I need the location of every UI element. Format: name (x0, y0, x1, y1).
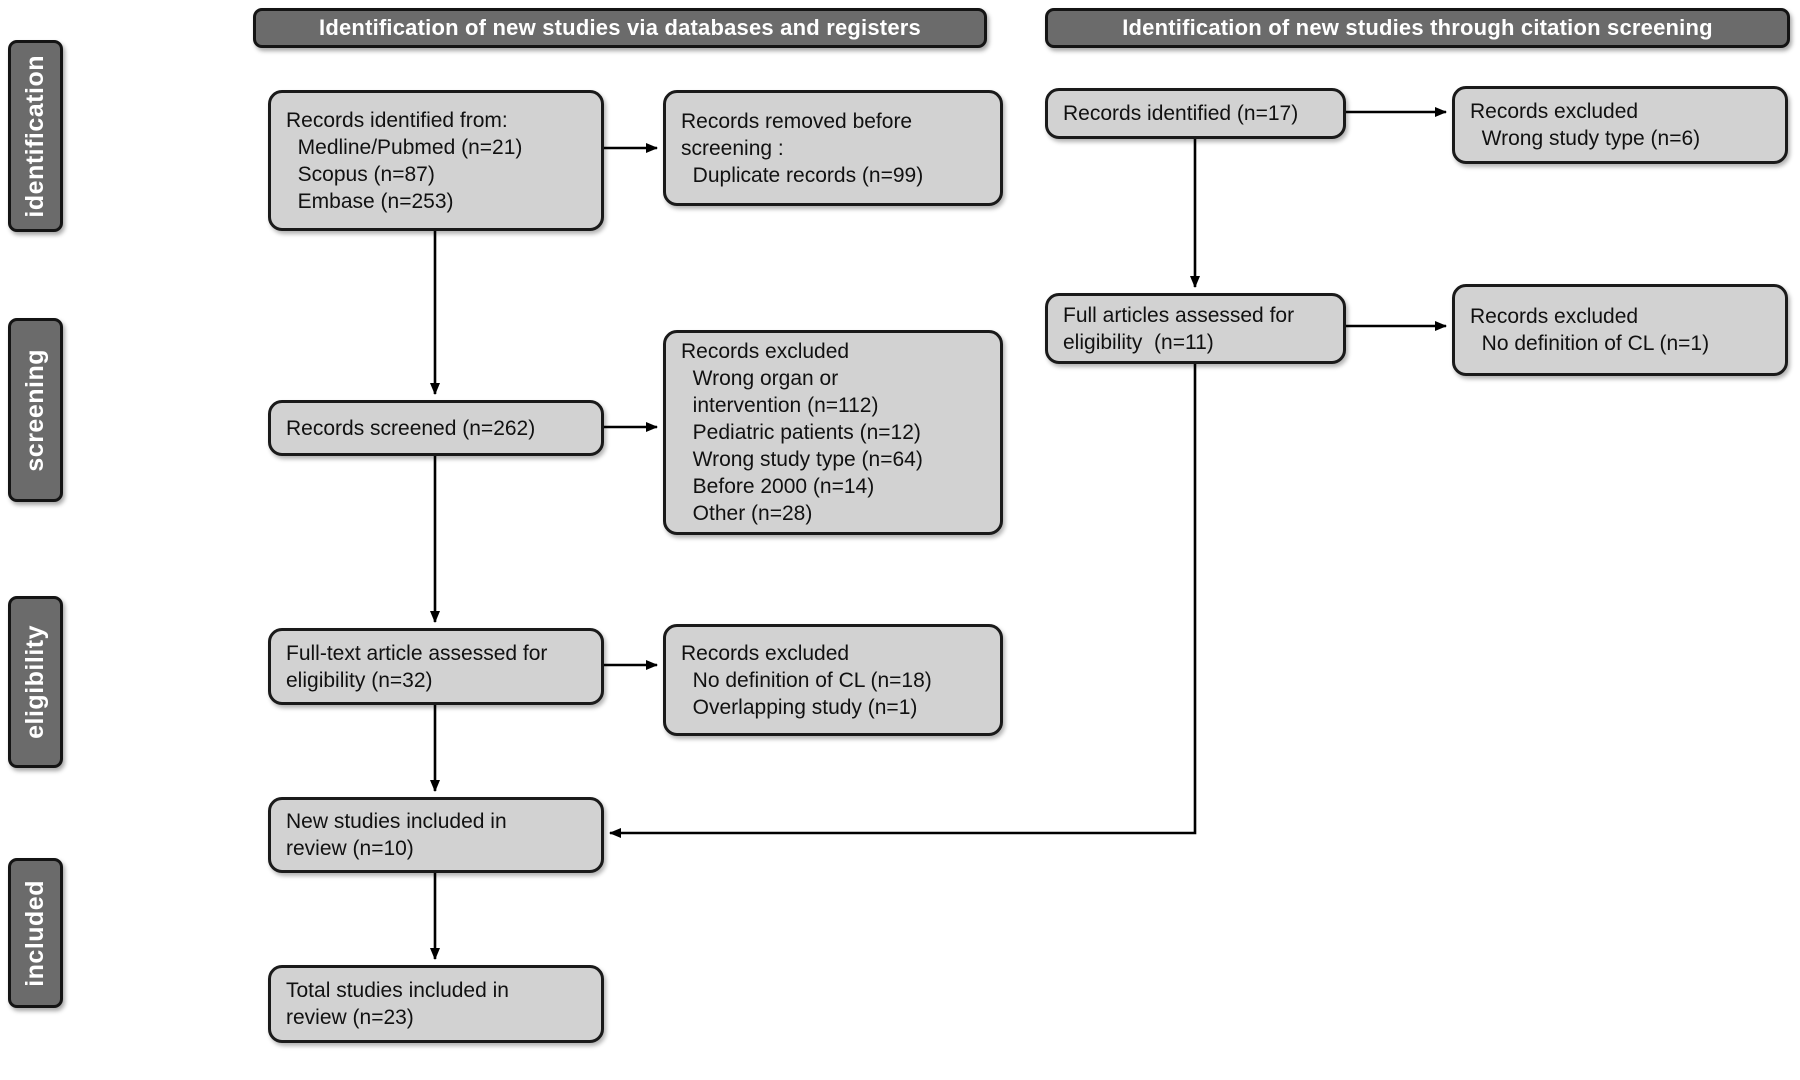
box-records-excluded-screening: Records excluded Wrong organ or interven… (663, 330, 1003, 535)
stage-label-included: included (21, 879, 49, 987)
stage-label-identification: identification (21, 54, 49, 218)
header-databases-registers-label: Identification of new studies via databa… (319, 15, 921, 40)
stage-label-eligibility: eligibility (21, 625, 49, 739)
box-new-studies-included-text: New studies included in review (n=10) (286, 810, 507, 860)
box-total-studies-included-text: Total studies included in review (n=23) (286, 979, 509, 1029)
box-records-excluded-eligibility-text: Records excluded No definition of CL (n=… (681, 641, 932, 719)
stage-band-identification: identification (8, 40, 63, 232)
box-records-screened: Records screened (n=262) (268, 400, 604, 456)
box-records-excluded-citation-eligibility: Records excluded No definition of CL (n=… (1452, 284, 1788, 376)
stage-band-screening: screening (8, 318, 63, 502)
stage-band-included: included (8, 858, 63, 1008)
box-records-removed-before-screening-text: Records removed before screening : Dupli… (681, 109, 924, 187)
box-full-articles-assessed-text: Full articles assessed for eligibility (… (1063, 303, 1295, 354)
header-databases-registers: Identification of new studies via databa… (253, 8, 987, 48)
box-records-identified-citation-text: Records identified (n=17) (1063, 102, 1299, 125)
box-records-excluded-citation-eligibility-text: Records excluded No definition of CL (n=… (1470, 305, 1710, 355)
box-fulltext-assessed-text: Full-text article assessed for eligibili… (286, 641, 548, 692)
box-records-removed-before-screening: Records removed before screening : Dupli… (663, 90, 1003, 206)
box-full-articles-assessed: Full articles assessed for eligibility (… (1045, 293, 1346, 364)
box-records-screened-text: Records screened (n=262) (286, 416, 536, 440)
box-records-identified-databases: Records identified from: Medline/Pubmed … (268, 90, 604, 231)
box-new-studies-included: New studies included in review (n=10) (268, 797, 604, 873)
box-records-identified-citation: Records identified (n=17) (1045, 88, 1346, 139)
stage-label-screening: screening (21, 348, 49, 472)
box-records-excluded-eligibility: Records excluded No definition of CL (n=… (663, 624, 1003, 736)
box-fulltext-assessed: Full-text article assessed for eligibili… (268, 628, 604, 705)
header-citation-screening-label: Identification of new studies through ci… (1122, 15, 1713, 40)
box-records-excluded-citation-screening: Records excluded Wrong study type (n=6) (1452, 86, 1788, 164)
box-records-excluded-screening-text: Records excluded Wrong organ or interven… (681, 340, 923, 525)
stage-band-eligibility: eligibility (8, 596, 63, 768)
box-records-excluded-citation-screening-text: Records excluded Wrong study type (n=6) (1470, 100, 1701, 150)
box-records-identified-databases-text: Records identified from: Medline/Pubmed … (286, 108, 523, 213)
box-total-studies-included: Total studies included in review (n=23) (268, 965, 604, 1043)
header-citation-screening: Identification of new studies through ci… (1045, 8, 1790, 48)
